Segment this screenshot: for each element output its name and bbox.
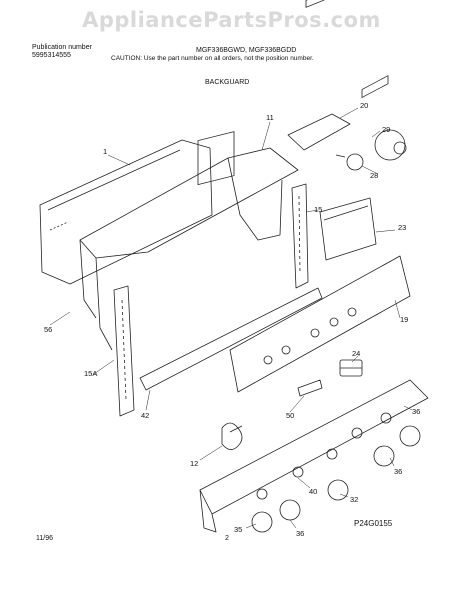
callout-labels: 1 11 20 29 28 15 23 56 19 24 15A 42 50 3…	[44, 101, 420, 538]
section-title: BACKGUARD	[205, 79, 250, 86]
callout-28: 28	[370, 171, 378, 180]
part-50-bracket	[297, 379, 323, 397]
callout-36-middle: 36	[394, 467, 402, 476]
callout-11: 11	[266, 113, 274, 122]
part-40-manifold-panel	[199, 379, 429, 533]
burner-knobs	[251, 425, 421, 533]
model-numbers: MGF336BGWD, MGF336BGDD	[196, 47, 297, 54]
part-11-backguard-frame	[79, 131, 299, 351]
part-29-knob	[374, 129, 407, 161]
part-24-switch	[339, 359, 363, 377]
part-15-side-trim-right	[291, 183, 309, 289]
callout-40: 40	[309, 487, 317, 496]
callout-56: 56	[44, 325, 52, 334]
part-1-back-panel	[39, 139, 213, 285]
callout-24: 24	[352, 349, 360, 358]
leader-lines	[49, 107, 413, 529]
callout-32: 32	[350, 495, 358, 504]
callout-19: 19	[400, 315, 408, 324]
publication-label: Publication number	[32, 44, 92, 51]
callout-42: 42	[141, 411, 149, 420]
footer-date: 11/96	[36, 535, 53, 542]
callout-12: 12	[190, 459, 198, 468]
callout-1: 1	[103, 147, 107, 156]
publication-number: 5995314555	[32, 52, 71, 59]
callout-50: 50	[286, 411, 294, 420]
part-28-knob-shaft	[335, 153, 364, 171]
callout-15a: 15A	[84, 369, 97, 378]
callout-29: 29	[382, 125, 390, 134]
part-19-control-panel	[229, 75, 411, 393]
watermark: AppliancePartsPros.com	[82, 8, 381, 32]
part-12-spark-module	[221, 422, 243, 450]
part-23-window-panel	[319, 197, 377, 261]
page-number: 2	[225, 535, 229, 542]
caution-note: CAUTION: Use the part number on all orde…	[111, 55, 314, 62]
part-20-clock-bracket	[287, 0, 351, 151]
callout-36-upper: 36	[412, 407, 420, 416]
part-15a-side-trim-left	[113, 285, 135, 417]
callout-36-lower: 36	[296, 529, 304, 538]
callout-15: 15	[314, 205, 322, 214]
part-42-front-rail	[139, 287, 323, 391]
callout-20: 20	[360, 101, 368, 110]
drawing-code: P24G0155	[354, 519, 393, 528]
callout-23: 23	[398, 223, 406, 232]
callout-35: 35	[234, 525, 242, 534]
